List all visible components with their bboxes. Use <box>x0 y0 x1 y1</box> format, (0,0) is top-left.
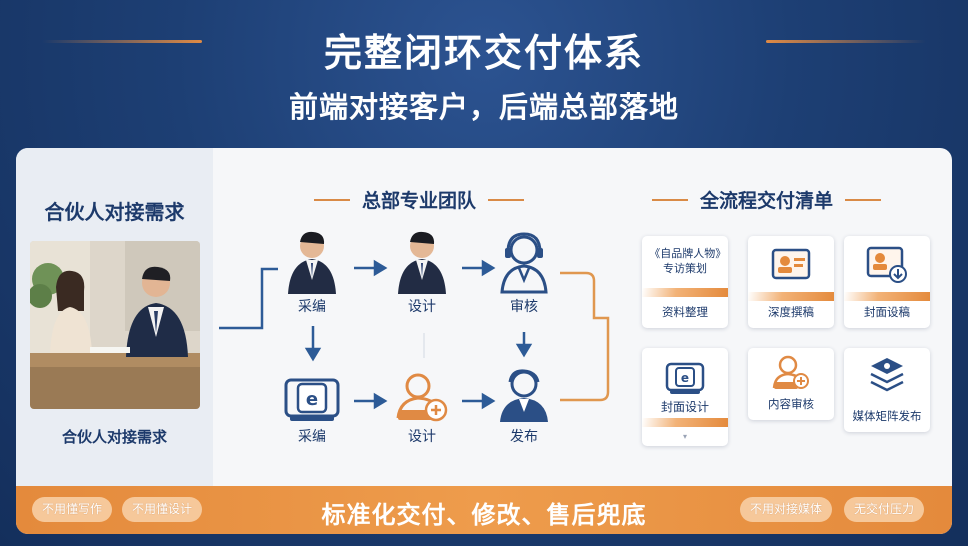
checklist-title-text: 全流程交付清单 <box>700 190 834 212</box>
tile-label: 内容审核 <box>768 397 814 411</box>
node-label: 采编 <box>298 429 326 445</box>
page-subtitle: 前端对接客户，后端总部落地 <box>288 90 679 124</box>
partner-title: 合伙人对接需求 <box>44 200 185 224</box>
page-title: 完整闭环交付体系 <box>323 31 644 75</box>
stack-icon <box>870 358 904 392</box>
tile-card-text: 《自品牌人物》专访策划 <box>649 247 721 275</box>
checklist-tile: 内容审核 <box>748 348 834 420</box>
document-icon: e <box>665 362 705 394</box>
person-icon <box>398 231 446 294</box>
checklist-tile: 媒体矩阵发布 <box>844 348 930 432</box>
tile-label: 媒体矩阵发布 <box>852 409 922 423</box>
publish-node: 发布 <box>484 368 564 446</box>
headset-icon <box>500 232 548 294</box>
checklist-tile: 封面设稿 <box>844 236 930 328</box>
profile-card-icon <box>771 248 811 280</box>
tile-stripe <box>748 292 834 301</box>
svg-text:e: e <box>306 389 318 410</box>
checklist-tile: 《自品牌人物》专访策划 资料整理 <box>642 236 728 328</box>
designer-icon-node: 设计 <box>382 370 462 446</box>
bottom-slogan: 标准化交付、修改、售后兜底 <box>321 501 647 529</box>
team-title: 总部专业团队 <box>314 186 525 213</box>
tile-label: 封面设计 <box>660 400 709 414</box>
tile-label: 资料整理 <box>662 305 708 319</box>
document-icon: e <box>284 378 340 421</box>
chevron-down-icon: ▾ <box>682 432 687 441</box>
tile-stripe <box>642 288 728 297</box>
node-label: 设计 <box>408 429 436 445</box>
reviewer-node: 审核 <box>484 230 564 316</box>
main-card: 合伙人对接需求 合伙人对接需求 <box>16 148 952 534</box>
svg-text:e: e <box>681 371 689 385</box>
decor-dash <box>488 198 525 201</box>
tile-label: 封面设稿 <box>864 305 910 319</box>
editor-person-node: 采编 <box>272 228 352 316</box>
title-decor-right <box>766 40 926 43</box>
add-user-icon <box>772 355 809 389</box>
person-icon <box>288 231 336 294</box>
partner-caption: 合伙人对接需求 <box>61 428 167 446</box>
decor-dash <box>652 198 688 201</box>
tag-pill: 不用懂写作 <box>32 497 113 522</box>
team-title-text: 总部专业团队 <box>362 190 477 212</box>
title-decor-left <box>42 40 202 43</box>
decor-dash <box>314 198 350 201</box>
checklist-title: 全流程交付清单 <box>652 186 882 213</box>
add-user-icon <box>396 373 448 422</box>
meeting-photo <box>30 241 200 409</box>
tile-label: 深度撰稿 <box>768 305 814 319</box>
node-label: 发布 <box>510 429 538 445</box>
checklist-tile: 深度撰稿 <box>748 236 834 328</box>
profile-download-icon <box>866 246 907 283</box>
tag-pill: 无交付压力 <box>844 497 925 522</box>
tile-stripe <box>844 292 930 301</box>
tag-pill: 不用懂设计 <box>122 497 203 522</box>
checklist-tile: e 封面设计 ▾ <box>642 348 728 446</box>
designer-person-node: 设计 <box>382 228 462 316</box>
node-label: 设计 <box>408 299 436 315</box>
bottom-banner: 不用懂写作 不用懂设计 标准化交付、修改、售后兜底 不用对接媒体 无交付压力 <box>16 486 952 534</box>
tile-stripe <box>642 418 728 427</box>
flow-connectors <box>219 259 610 410</box>
decor-dash <box>845 198 882 201</box>
editor-icon-node: e 采编 <box>272 374 352 446</box>
node-label: 采编 <box>298 299 326 315</box>
person-icon <box>500 369 548 422</box>
node-label: 审核 <box>510 299 538 315</box>
partner-panel: 合伙人对接需求 合伙人对接需求 <box>16 148 213 486</box>
tag-pill: 不用对接媒体 <box>740 497 833 522</box>
